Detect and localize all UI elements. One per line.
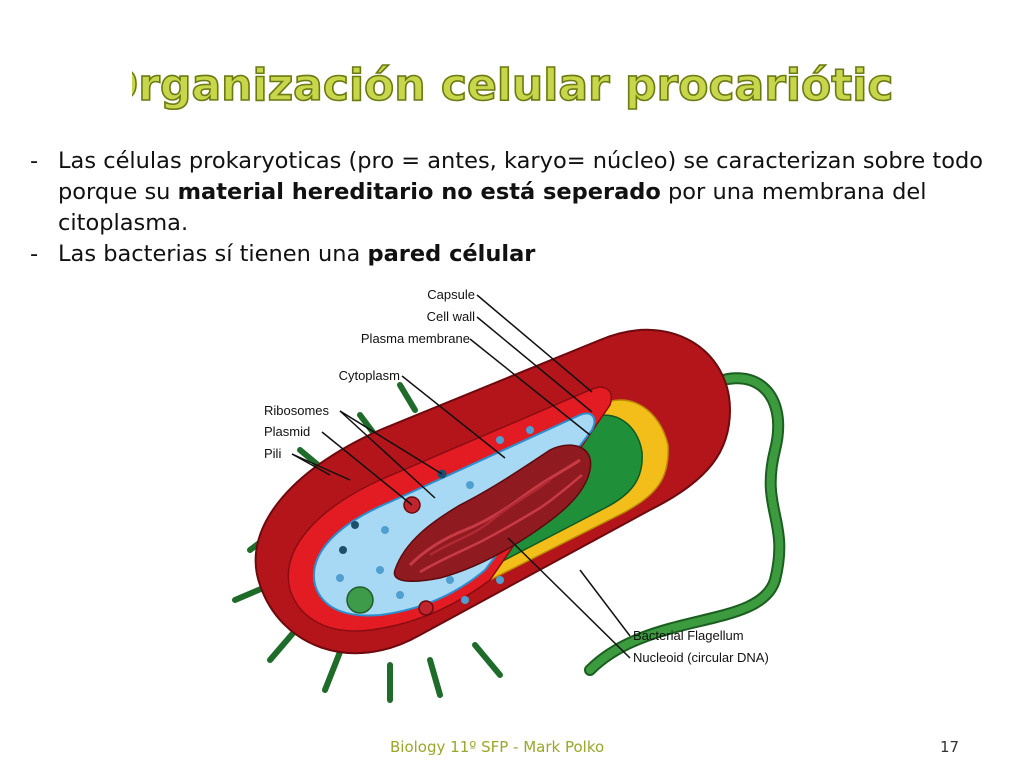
page-number: 17 [940, 738, 960, 756]
prokaryotic-cell-diagram: Capsule Cell wall Plasma membrane Cytopl… [232, 287, 786, 703]
leader-line-cell-wall [476, 316, 593, 413]
slide-title: Organización celular procariótica [0, 56, 1024, 116]
label-plasma-membrane: Plasma membrane [361, 331, 470, 346]
bullet-2-text: Las bacterias sí tienen una pared célula… [58, 241, 535, 267]
bullet-dash: - [30, 241, 39, 267]
ribosome [496, 436, 504, 444]
label-cell-wall: Cell wall [427, 309, 476, 324]
ribosome [466, 481, 474, 489]
label-pili: Pili [264, 446, 281, 461]
slide-footer: Biology 11º SFP - Mark Polko [390, 738, 605, 756]
leader-line-ribosomes [339, 410, 443, 475]
ribosome [526, 426, 534, 434]
leader-line-ribosomes [339, 410, 436, 499]
nucleoid-dna [393, 444, 592, 582]
bullet-1-text: Las células prokaryoticas (pro = antes, … [58, 148, 983, 236]
ribosome [376, 566, 384, 574]
label-nucleoid: Nucleoid (circular DNA) [633, 650, 769, 665]
leader-line-cytoplasm [401, 375, 506, 459]
bullet-1-part-3: por una membrana del citoplasma. [58, 179, 927, 236]
pilus [427, 657, 443, 698]
title-graphic: Organización celular procariótica [132, 59, 892, 112]
bullet-2-part-2-bold: pared célular [367, 241, 536, 267]
leader-line-capsule [476, 294, 593, 393]
flagellum-shape [586, 374, 784, 674]
leader-line-flagellum [579, 569, 631, 637]
dna-strand [429, 478, 551, 557]
bullet-dash: - [30, 148, 39, 174]
ribosome [351, 521, 359, 529]
storage-granule [346, 586, 374, 614]
dna-strand [408, 458, 581, 567]
leader-line-nucleoid [507, 537, 631, 659]
bullet-1-part-2-bold: material hereditario no está seperado [177, 179, 661, 205]
ribosomes-group [336, 426, 534, 614]
bullet-item-2: - Las bacterias sí tienen una pared célu… [30, 239, 990, 270]
title-text: Organización celular procariótica [132, 60, 892, 111]
bullet-item-1: - Las células prokaryoticas (pro = antes… [30, 146, 990, 239]
plasmid [418, 600, 434, 616]
ribosome [461, 596, 469, 604]
label-capsule: Capsule [427, 287, 475, 302]
bullet-list: - Las células prokaryoticas (pro = antes… [30, 146, 990, 270]
leader-line-plasmid [321, 431, 413, 506]
dna-strand [419, 474, 583, 574]
pilus [397, 382, 418, 413]
bullet-1-part-1: Las células prokaryoticas (pro = antes, … [58, 148, 984, 205]
pilus [472, 642, 503, 678]
bullet-2-part-1: Las bacterias sí tienen una [58, 241, 368, 267]
pilus [322, 649, 343, 693]
leader-lines [291, 294, 631, 659]
ribosome [336, 574, 344, 582]
label-ribosomes: Ribosomes [264, 403, 330, 418]
label-flagellum: Bacterial Flagellum [633, 628, 744, 643]
label-plasmid: Plasmid [264, 424, 310, 439]
ribosome [381, 526, 389, 534]
leader-line-pili [291, 453, 351, 481]
ribosome [446, 576, 454, 584]
ribosome [339, 546, 347, 554]
label-cytoplasm: Cytoplasm [339, 368, 400, 383]
ribosome [496, 576, 504, 584]
leader-line-plasma-membrane [469, 338, 591, 436]
ribosome [396, 591, 404, 599]
